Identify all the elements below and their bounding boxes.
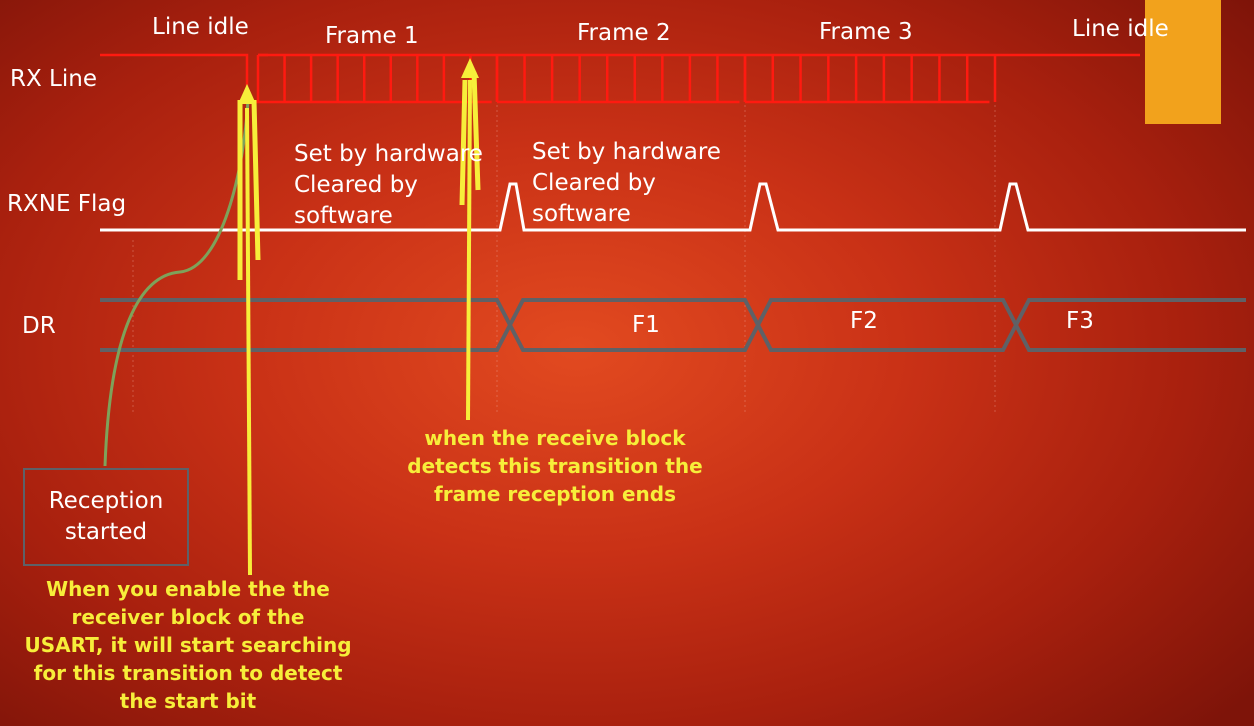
line-idle-block — [1145, 0, 1221, 124]
frame-3-label: Frame 3 — [819, 19, 913, 45]
frame-end-arrow — [459, 58, 481, 421]
frame-1-label: Frame 1 — [325, 23, 419, 49]
dr-label: DR — [22, 313, 56, 339]
dr-bus — [100, 298, 1246, 352]
reception-arrow — [103, 84, 254, 467]
timing-guides — [132, 100, 996, 415]
start-bit-arrow — [237, 84, 261, 576]
start-bit-annotation: When you enable the the receiver block o… — [24, 577, 352, 713]
frame-end-annotation: when the receive block detects this tran… — [407, 426, 703, 506]
rx-segment — [745, 53, 995, 104]
arrow-head-icon — [461, 58, 479, 78]
rx-segment — [100, 53, 258, 104]
rx-line-label: RX Line — [10, 66, 97, 92]
rx-line-waveform — [100, 53, 1140, 104]
rx-segment — [258, 53, 497, 104]
frame-2-label: Frame 2 — [577, 20, 671, 46]
dr-value-f3: F3 — [1066, 308, 1094, 334]
reception-started-box: Reception started — [23, 468, 189, 566]
line-idle-end-label: Line idle — [1072, 16, 1169, 42]
rxne-flag-waveform — [100, 182, 1246, 232]
rxne-note-1: Set by hardware Cleared by software — [294, 141, 483, 229]
arrow-head-icon — [238, 84, 256, 104]
rx-segment — [497, 53, 745, 104]
dr-value-f1: F1 — [632, 312, 660, 338]
rxne-note-2: Set by hardware Cleared by software — [532, 139, 721, 227]
dr-value-f2: F2 — [850, 308, 878, 334]
rxne-flag-label: RXNE Flag — [7, 191, 127, 217]
line-idle-label: Line idle — [152, 14, 249, 40]
